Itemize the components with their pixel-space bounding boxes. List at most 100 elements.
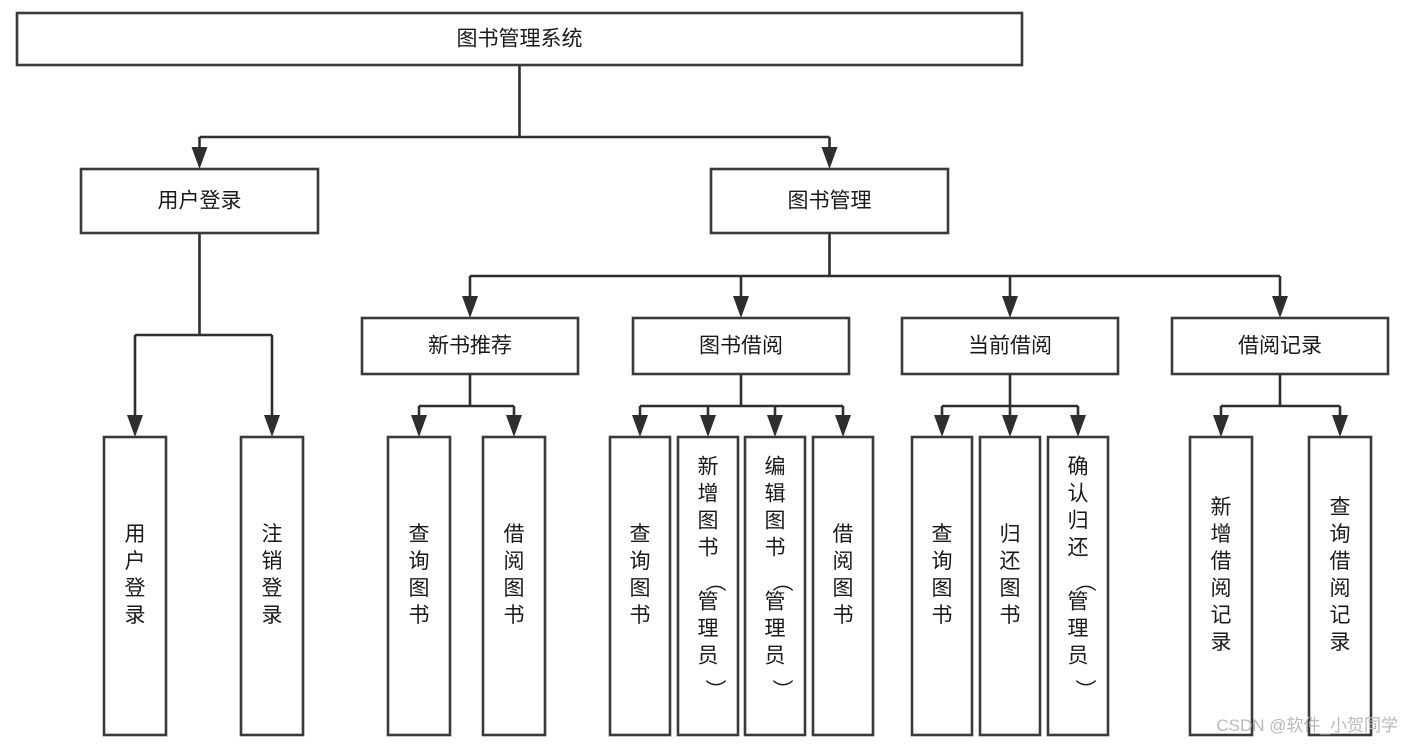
node-bookmgmt[interactable]: 图书管理: [709, 167, 950, 235]
node-box[interactable]: [79, 167, 320, 235]
leaf-label-char: （: [1073, 571, 1096, 592]
leaf-label-char: 录: [262, 604, 283, 627]
leaf-label-char: 书: [409, 604, 430, 627]
node-box[interactable]: [900, 316, 1120, 376]
leaf-label-char: 增: [1211, 523, 1232, 546]
connector-group: [127, 233, 280, 437]
leaf-label-char: 员: [698, 645, 719, 668]
leaf-label-char: 询: [932, 550, 953, 573]
node-box[interactable]: [743, 435, 807, 737]
node-box[interactable]: [1307, 435, 1373, 737]
leaf-label-char: 书: [765, 537, 786, 560]
node-box[interactable]: [15, 11, 1024, 67]
node-box[interactable]: [910, 435, 974, 737]
node-box[interactable]: [102, 435, 168, 737]
arrow-head-icon: [506, 415, 522, 437]
leaf-label-char: 编: [765, 456, 786, 479]
leaf-label-char: 查: [630, 523, 651, 546]
leaf-label-char: 理: [698, 618, 719, 641]
node-box[interactable]: [481, 435, 547, 737]
node-current[interactable]: 当前借阅: [900, 316, 1120, 376]
leaf-label-char: 书: [504, 604, 525, 627]
arrow-head-icon: [264, 415, 280, 437]
node-label: 借阅记录: [1238, 335, 1322, 358]
leaf-label-char: 管: [1068, 591, 1089, 614]
arrow-head-icon: [934, 415, 950, 437]
leaf-label-char: 记: [1330, 604, 1351, 627]
leaf-label-char: 登: [125, 577, 146, 600]
leaf-label-char: 确: [1068, 456, 1089, 479]
node-label: 新书推荐: [428, 335, 512, 358]
arrow-head-icon: [700, 415, 716, 437]
leaf-label-char: 记: [1211, 604, 1232, 627]
node-borrow[interactable]: 图书借阅: [631, 316, 851, 376]
node-box[interactable]: [1188, 435, 1254, 737]
node-leaf1[interactable]: 用户登录: [102, 435, 168, 737]
arrow-head-icon: [1002, 296, 1018, 318]
node-box[interactable]: [811, 435, 875, 737]
leaf-label-char: ）: [770, 679, 793, 700]
leaf-label-char: 询: [630, 550, 651, 573]
node-box[interactable]: [1046, 435, 1110, 737]
arrow-head-icon: [821, 147, 838, 169]
node-box[interactable]: [1170, 316, 1390, 376]
node-box[interactable]: [978, 435, 1042, 737]
leaf-label-char: 查: [1330, 496, 1351, 519]
node-label: 图书借阅: [699, 335, 783, 358]
leaf-label-char: 员: [1068, 645, 1089, 668]
node-box[interactable]: [360, 316, 580, 376]
leaf-label-char: 归: [1068, 510, 1089, 533]
leaf-label-char: 户: [125, 550, 146, 573]
node-box[interactable]: [709, 167, 950, 235]
node-box[interactable]: [631, 316, 851, 376]
node-login[interactable]: 用户登录: [79, 167, 320, 235]
node-box[interactable]: [386, 435, 452, 737]
leaf-label-char: 询: [1330, 523, 1351, 546]
leaf-label-char: 登: [262, 577, 283, 600]
node-root[interactable]: 图书管理系统: [15, 11, 1024, 67]
arrow-head-icon: [632, 415, 648, 437]
leaf-label-char: 还: [1000, 550, 1021, 573]
node-newbook[interactable]: 新书推荐: [360, 316, 580, 376]
leaf-label-char: 辑: [765, 483, 786, 506]
leaf-label-char: 借: [833, 523, 854, 546]
connector-group: [462, 233, 1288, 318]
node-record[interactable]: 借阅记录: [1170, 316, 1390, 376]
leaf-label-char: 管: [698, 591, 719, 614]
node-box[interactable]: [676, 435, 740, 737]
leaf-label-char: 认: [1068, 483, 1089, 506]
arrow-head-icon: [191, 147, 208, 169]
leaf-label-char: 图: [409, 577, 430, 600]
node-label: 当前借阅: [968, 335, 1052, 358]
leaf-label-char: ）: [703, 679, 726, 700]
leaf-label-char: 借: [1211, 550, 1232, 573]
leaf-label-char: 新: [698, 456, 719, 479]
leaf-label-char: 用: [125, 523, 146, 546]
node-box[interactable]: [239, 435, 305, 737]
connector-group: [411, 374, 522, 437]
leaf-label-char: 新: [1211, 496, 1232, 519]
arrow-head-icon: [733, 296, 749, 318]
node-box[interactable]: [608, 435, 672, 737]
node-label: 用户登录: [158, 190, 242, 213]
csdn-watermark: CSDN @软件_小贺同学: [1216, 716, 1398, 735]
leaf-label-char: 理: [1068, 618, 1089, 641]
leaf-label-char: 员: [765, 645, 786, 668]
